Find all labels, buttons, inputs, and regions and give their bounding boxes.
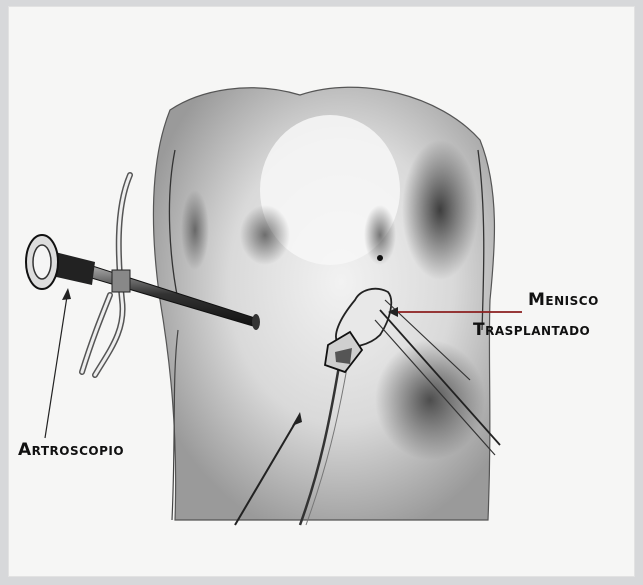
menisco-label: Menisco xyxy=(528,290,599,310)
artroscopio-label: Artroscopio xyxy=(18,440,124,460)
artroscopio-pointer-arrowhead xyxy=(62,288,71,300)
trasplantado-label: Trasplantado xyxy=(473,320,590,340)
artroscopio-pointer xyxy=(45,290,68,438)
